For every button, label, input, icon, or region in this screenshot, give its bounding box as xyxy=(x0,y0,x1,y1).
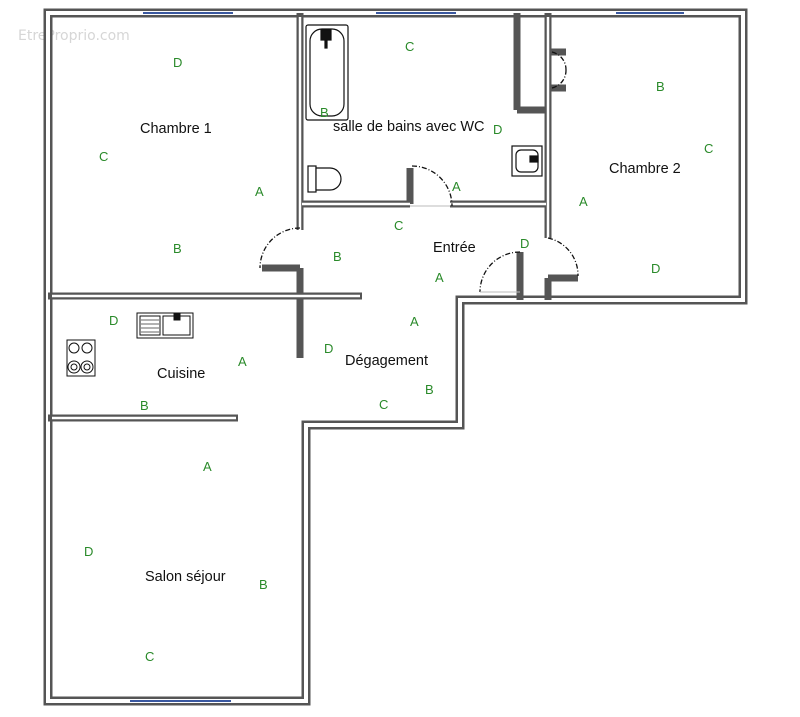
wall-letter: D xyxy=(324,341,333,356)
wall-letter: D xyxy=(84,544,93,559)
wall-letter: D xyxy=(493,122,502,137)
toilet-icon xyxy=(307,165,342,193)
wall-letter: A xyxy=(452,179,461,194)
wall-letter: C xyxy=(394,218,403,233)
wall-letter: B xyxy=(259,577,268,592)
wall-letter: C xyxy=(405,39,414,54)
wall-letter: B xyxy=(140,398,149,413)
door-chambre1 xyxy=(259,227,301,269)
door-chambre2 xyxy=(547,237,579,277)
wall-letter: A xyxy=(238,354,247,369)
wall-letter: B xyxy=(656,79,665,94)
interior-walls-core xyxy=(52,17,550,420)
windows xyxy=(130,12,684,702)
wall-letter: A xyxy=(203,459,212,474)
room-label-cuisine: Cuisine xyxy=(157,366,205,382)
wall-letter: A xyxy=(435,270,444,285)
room-label-salon: Salon séjour xyxy=(145,569,226,585)
room-label-chambre1: Chambre 1 xyxy=(140,121,212,137)
wall-letter: C xyxy=(379,397,388,412)
room-label-degagement: Dégagement xyxy=(345,353,428,369)
cooktop-icon xyxy=(66,339,96,377)
room-label-sdb: salle de bains avec WC xyxy=(333,119,485,135)
watermark: EtreProprio.com xyxy=(18,28,130,44)
wall-letter: D xyxy=(651,261,660,276)
door-degagement xyxy=(479,251,521,293)
room-label-entree: Entrée xyxy=(433,240,476,256)
bathtub-icon xyxy=(305,24,349,121)
room-label-chambre2: Chambre 2 xyxy=(609,161,681,177)
wall-letter: A xyxy=(410,314,419,329)
wall-letter: B xyxy=(320,105,329,120)
wall-letters: D C A B C B D A C B D A B C A D D A B A … xyxy=(84,39,713,664)
wall-letter: A xyxy=(579,194,588,209)
wall-letter: D xyxy=(173,55,182,70)
wall-letter: B xyxy=(333,249,342,264)
wall-letter: B xyxy=(173,241,182,256)
wall-letter: D xyxy=(520,236,529,251)
door-closet xyxy=(551,51,567,89)
wall-letter: B xyxy=(425,382,434,397)
wall-letter: D xyxy=(109,313,118,328)
door-thresholds xyxy=(410,205,520,293)
wall-letter: C xyxy=(704,141,713,156)
washbasin-icon xyxy=(511,145,543,177)
door-sdb xyxy=(411,165,453,207)
doors xyxy=(259,51,579,293)
wall-letter: C xyxy=(145,649,154,664)
kitchen-sink-icon xyxy=(136,312,194,339)
wall-letter: A xyxy=(255,184,264,199)
wall-letter: C xyxy=(99,149,108,164)
